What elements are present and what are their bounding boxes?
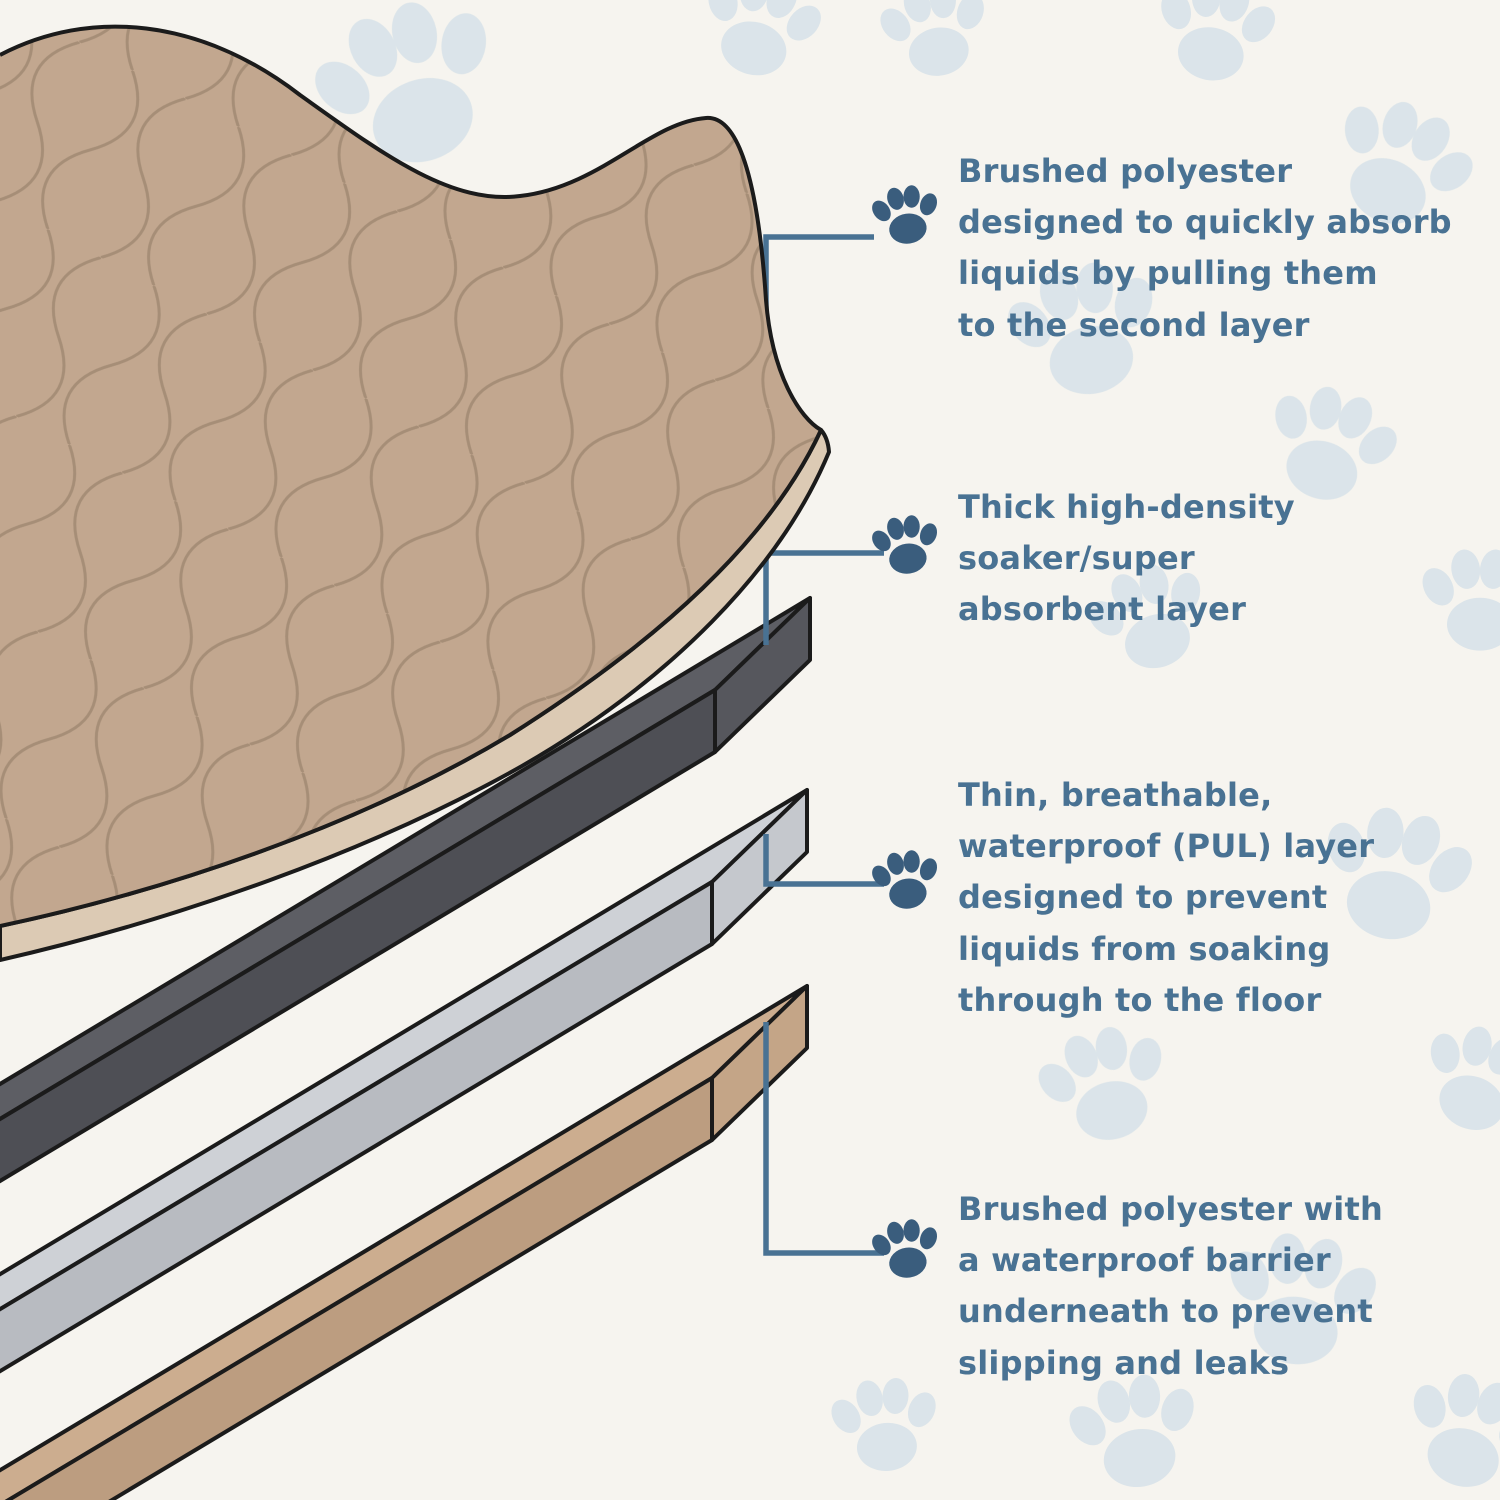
paw-print-icon <box>869 0 1001 86</box>
paw-print-icon <box>1143 0 1287 91</box>
paw-print-icon <box>1402 1008 1500 1150</box>
pul-layer-end-face <box>710 788 809 946</box>
top-sheet-outline <box>0 24 823 928</box>
paw-print-icon <box>1023 1011 1187 1157</box>
top-sheet-quilt-pattern <box>0 26 821 927</box>
paw-icon-1 <box>866 180 946 249</box>
soaker-layer-end-face <box>713 596 812 754</box>
layer-label-soaker: Thick high-density soaker/super absorben… <box>958 488 1295 629</box>
paw-icon-3 <box>866 845 946 914</box>
soaker-layer-slab <box>0 596 812 1184</box>
paw-print-icon <box>685 0 836 91</box>
bottom-layer-slab <box>0 984 809 1500</box>
quilted-top-sheet <box>0 24 831 962</box>
connector-line-4 <box>763 1022 884 1256</box>
waterproof-pul-layer-slab <box>0 788 809 1374</box>
paw-print-icon <box>823 1372 947 1476</box>
paw-icon-4 <box>866 1214 946 1283</box>
connector-line-3 <box>763 834 884 887</box>
paw-icon-2 <box>866 510 946 579</box>
bottom-layer-end-face <box>710 984 809 1142</box>
layer-label-top-quilted: Brushed polyester designed to quickly ab… <box>958 152 1452 344</box>
layer-label-waterproof-pul: Thin, breathable, waterproof (PUL) layer… <box>958 776 1375 1019</box>
layer-label-non-slip-bottom: Brushed polyester with a waterproof barr… <box>958 1190 1383 1382</box>
